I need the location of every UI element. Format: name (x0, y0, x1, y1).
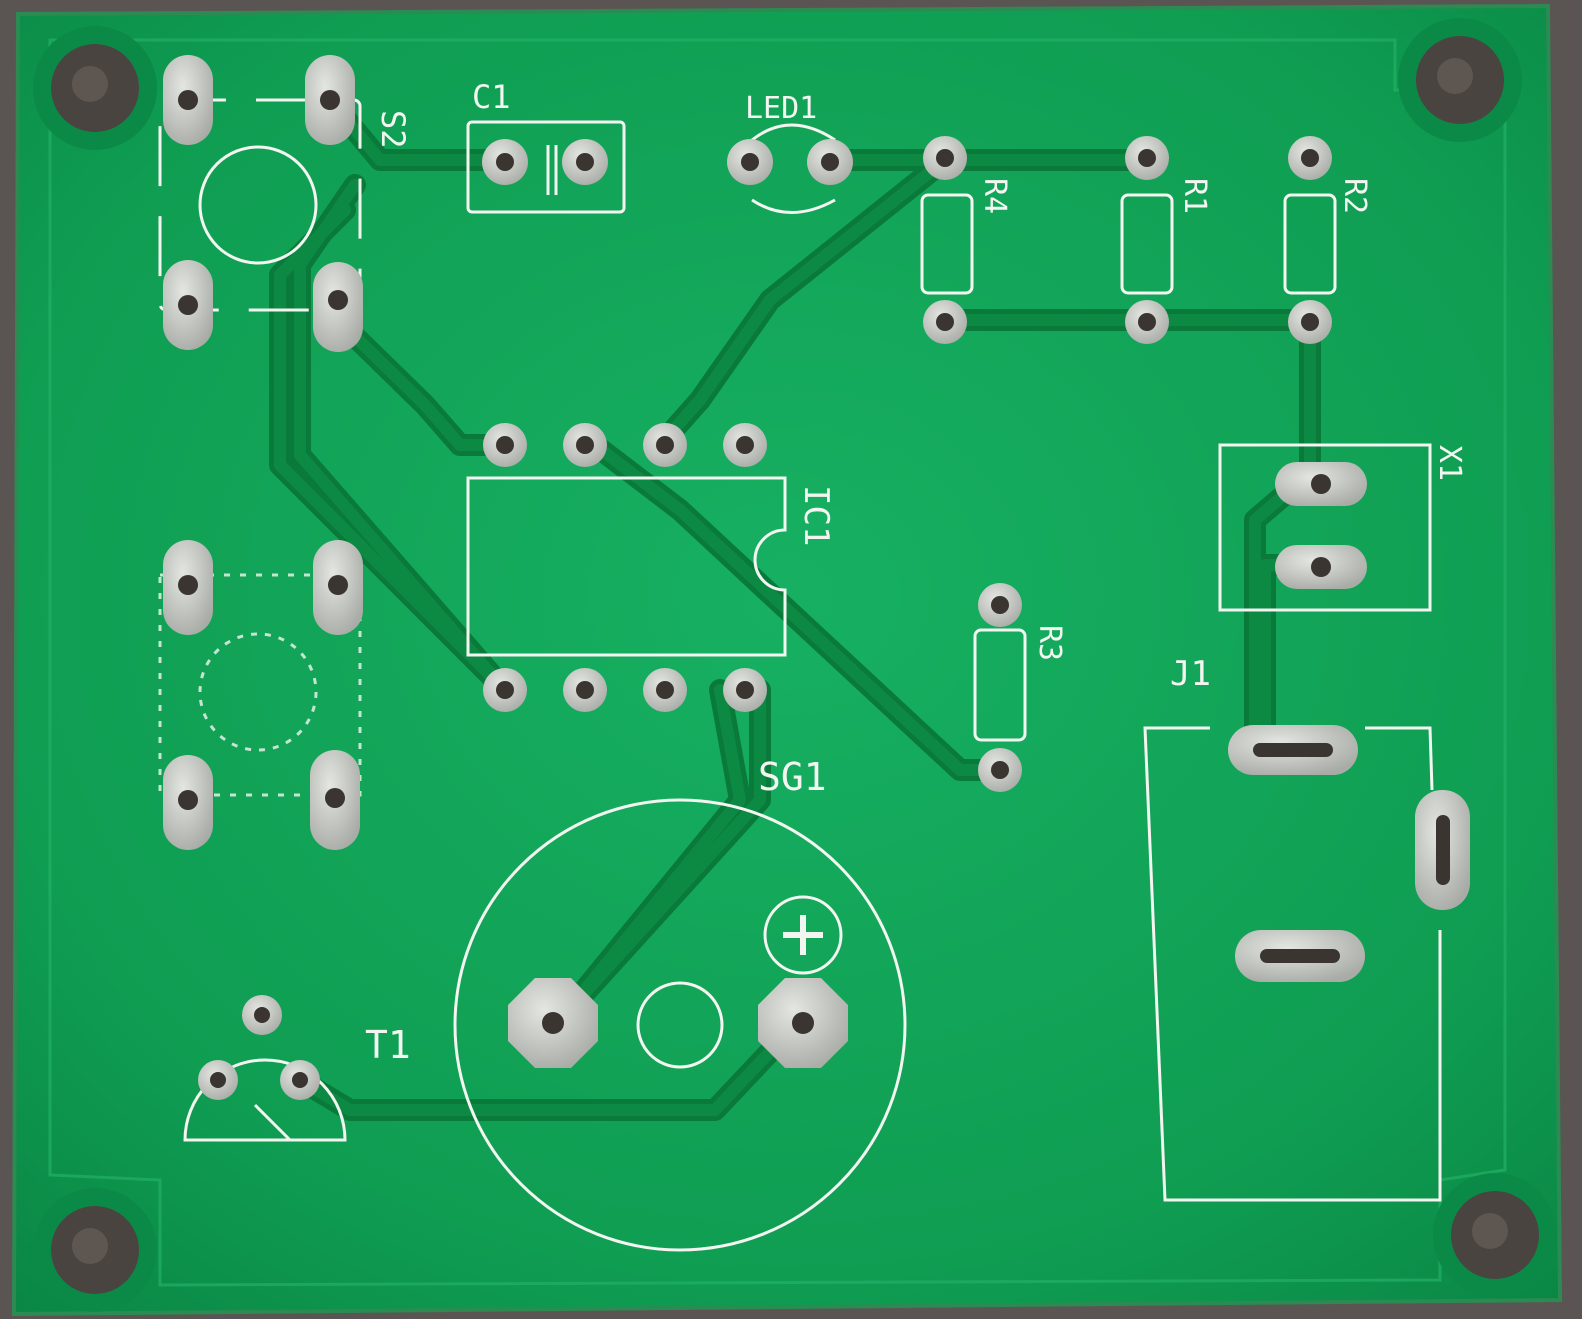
mounting-hole-bottom-left (33, 1188, 157, 1312)
sg1-plus-ring (763, 895, 843, 975)
resistor-pads-top (923, 136, 1332, 344)
mounting-hole-top-right (1398, 18, 1522, 142)
t1-outline (183, 1058, 347, 1142)
label-x1: X1 (1432, 445, 1467, 481)
r4-outline (920, 193, 974, 295)
mounting-holes (33, 18, 1557, 1312)
x1-outline (1218, 443, 1432, 612)
mounting-hole-bottom-right (1433, 1173, 1557, 1297)
s1-outline (158, 573, 362, 797)
sg1-center-ring (636, 981, 724, 1069)
label-r3: R3 (1032, 625, 1067, 661)
r3-pads (978, 583, 1022, 792)
s2-outline (158, 98, 362, 312)
c1-outline (466, 120, 626, 214)
pads (163, 55, 1470, 1100)
r3-outline (973, 628, 1027, 742)
c1-pads (482, 139, 608, 185)
sg1-outline (453, 798, 907, 1252)
label-ic1: IC1 (796, 485, 836, 546)
j1-pads (1228, 725, 1470, 982)
sg1-pads (508, 978, 848, 1068)
label-c1: C1 (472, 78, 511, 116)
ic1-outline (466, 476, 787, 657)
label-j1: J1 (1170, 654, 1211, 694)
label-sg1: SG1 (758, 755, 827, 799)
j1-outline (1143, 726, 1442, 1202)
label-r2: R2 (1337, 178, 1372, 214)
label-r1: R1 (1177, 178, 1212, 214)
x1-pads (1275, 462, 1367, 589)
r2-outline (1283, 193, 1337, 295)
label-led1: LED1 (745, 91, 817, 126)
s1-pads (163, 540, 363, 850)
r1-outline (1120, 193, 1174, 295)
silkscreen-labels: C1 LED1 S2 R4 R1 R2 IC1 X1 R3 J1 SG1 T1 (365, 78, 1467, 1067)
silkscreen-outlines (158, 98, 1442, 1252)
pcb-board (11, 3, 1563, 1317)
t1-pads (198, 995, 320, 1100)
label-t1: T1 (365, 1023, 411, 1067)
label-s2: S2 (374, 110, 412, 149)
ic1-pads (483, 423, 767, 712)
s2-button-circle (198, 145, 318, 265)
led1-outline (751, 123, 836, 214)
s2-pads (163, 55, 363, 352)
s1-button-circle (198, 632, 318, 752)
mounting-hole-top-left (33, 26, 157, 150)
led1-pads (727, 139, 853, 185)
label-r4: R4 (977, 178, 1012, 214)
